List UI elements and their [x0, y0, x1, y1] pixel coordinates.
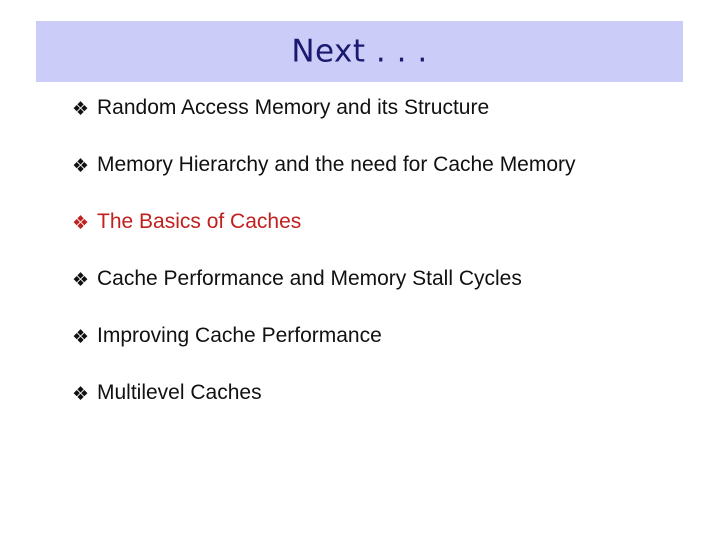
four-pointed-star-bullet-icon: ❖ [72, 155, 90, 177]
list-item-label: Multilevel Caches [97, 381, 262, 404]
four-pointed-star-bullet-icon: ❖ [72, 269, 90, 291]
title-band: Next . . . [36, 21, 683, 82]
list-item[interactable]: ❖ Memory Hierarchy and the need for Cach… [0, 153, 720, 210]
list-item[interactable]: ❖ Random Access Memory and its Structure [0, 96, 720, 153]
list-item-label: Cache Performance and Memory Stall Cycle… [97, 267, 522, 290]
four-pointed-star-bullet-icon: ❖ [72, 98, 90, 120]
list-item[interactable]: ❖ Cache Performance and Memory Stall Cyc… [0, 267, 720, 324]
list-item-label: The Basics of Caches [97, 210, 302, 233]
page-title: Next . . . [291, 33, 428, 69]
list-item[interactable]: ❖ Multilevel Caches [0, 381, 720, 438]
list-item-label: Improving Cache Performance [97, 324, 382, 347]
four-pointed-star-bullet-icon: ❖ [72, 383, 90, 405]
list-item[interactable]: ❖ Improving Cache Performance [0, 324, 720, 381]
list-item-label: Memory Hierarchy and the need for Cache … [97, 153, 576, 176]
four-pointed-star-bullet-icon: ❖ [72, 326, 90, 348]
list-item[interactable]: ❖ The Basics of Caches [0, 210, 720, 267]
bullet-list: ❖ Random Access Memory and its Structure… [0, 96, 720, 438]
four-pointed-star-bullet-icon: ❖ [72, 212, 90, 234]
list-item-label: Random Access Memory and its Structure [97, 96, 490, 119]
